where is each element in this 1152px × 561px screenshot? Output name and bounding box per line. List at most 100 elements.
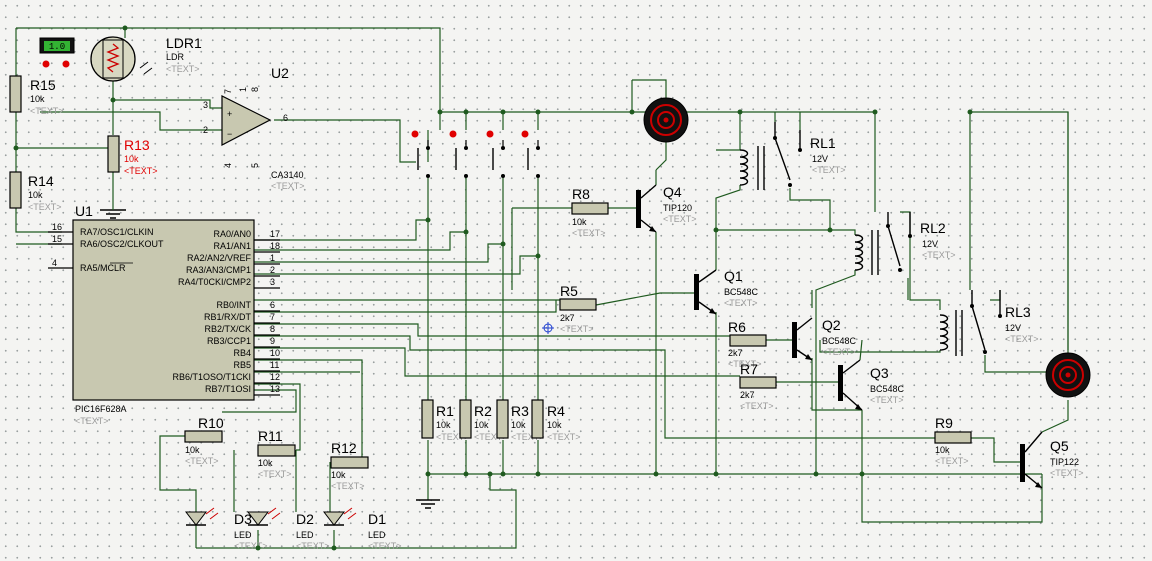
r15-value: 10k xyxy=(30,94,45,104)
q3-text: <TEXT> xyxy=(870,395,904,405)
switch-terminal xyxy=(426,146,430,150)
r4-text: <TEXT> xyxy=(547,432,581,442)
u2-text: <TEXT> xyxy=(271,181,305,191)
ground-symbol xyxy=(100,200,126,219)
resistor-r1: R1 10k <TEXT> xyxy=(421,399,470,442)
d3-text: <TEXT> xyxy=(234,541,268,551)
q4-text: <TEXT> xyxy=(663,214,697,224)
rl3-value: 12V xyxy=(1005,323,1021,333)
led-d2: D2 LED <TEXT> xyxy=(246,507,330,551)
r9-text: <TEXT> xyxy=(935,456,969,466)
r13-value: 10k xyxy=(124,154,139,164)
switch-pin-dot xyxy=(521,130,529,138)
r11-value: 10k xyxy=(258,458,273,468)
u1-pin-number: 17 xyxy=(270,229,280,239)
u1-pin-name: RB3/CCP1 xyxy=(207,336,251,346)
switch-terminal xyxy=(501,146,505,150)
u1-pin-name: RB5 xyxy=(233,360,251,370)
r1-value: 10k xyxy=(436,420,451,430)
r9-value: 10k xyxy=(935,445,950,455)
u1-pin-name: RB4 xyxy=(233,348,251,358)
transistor-q2: Q2 BC548C <TEXT> xyxy=(792,317,857,361)
u1-pin-name: RA5/MCLR xyxy=(80,263,126,273)
u1-pin-name: RB0/INT xyxy=(216,300,251,310)
u1-pin-name: RA4/T0CKI/CMP2 xyxy=(178,277,251,287)
u1-pin-number: 7 xyxy=(270,312,275,322)
junctions xyxy=(13,25,973,551)
relay-rl3: RL3 12V <TEXT> xyxy=(939,290,1039,356)
u1-pin-name: RA3/AN3/CMP1 xyxy=(186,265,251,275)
ldr-text: <TEXT> xyxy=(166,64,200,74)
r13-text: <TEXT> xyxy=(124,166,158,176)
resistor-r8: R8 10k <TEXT> xyxy=(571,186,609,238)
r3-value: 10k xyxy=(511,420,526,430)
ldr-ref: LDR1 xyxy=(166,35,202,51)
u2-pin-2: 2 xyxy=(203,125,208,135)
u2-pin-3: 3 xyxy=(203,100,208,110)
switch-pin-dot xyxy=(486,130,494,138)
resistor-r3: R3 10k <TEXT> xyxy=(496,399,545,442)
u1-pin-name: RB2/TX/CK xyxy=(204,324,251,334)
u1-pin-number: 4 xyxy=(52,258,57,268)
q3-part: BC548C xyxy=(870,384,905,394)
u2-pin-5: 5 xyxy=(250,163,260,168)
u1-pin-number: 16 xyxy=(52,222,62,232)
r2-text: <TEXT> xyxy=(474,432,508,442)
q5-text: <TEXT> xyxy=(1050,468,1084,478)
r10-text: <TEXT> xyxy=(185,456,219,466)
d1-ref: D1 xyxy=(368,511,386,527)
rl1-ref: RL1 xyxy=(810,135,836,151)
rl2-ref: RL2 xyxy=(920,220,946,236)
r14-text: <TEXT> xyxy=(28,202,62,212)
d1-text: <TEXT> xyxy=(368,541,402,551)
opamp-minus: − xyxy=(227,129,232,139)
switch-terminal xyxy=(464,174,468,178)
q2-part: BC548C xyxy=(822,336,857,346)
d1-value: LED xyxy=(368,530,386,540)
q1-text: <TEXT> xyxy=(724,298,758,308)
u1-pin-number: 12 xyxy=(270,372,280,382)
u1-pin-name: RA1/AN1 xyxy=(213,241,251,251)
r10-ref: R10 xyxy=(198,415,224,431)
switch-terminal xyxy=(464,146,468,150)
r11-ref: R11 xyxy=(258,428,283,444)
resistor-r14: R14 10k <TEXT> xyxy=(9,171,62,212)
r3-text: <TEXT> xyxy=(511,432,545,442)
u1-pin-number: 3 xyxy=(270,277,275,287)
q1-ref: Q1 xyxy=(724,268,743,284)
r14-value: 10k xyxy=(28,190,43,200)
led-d1: D1 LED <TEXT> xyxy=(322,507,402,551)
resistor-r5: R5 2k7 <TEXT> xyxy=(559,283,597,334)
r8-text: <TEXT> xyxy=(572,228,606,238)
switch-terminal xyxy=(536,146,540,150)
r6-value: 2k7 xyxy=(728,348,743,358)
d3-ref: D3 xyxy=(234,511,252,527)
d2-ref: D2 xyxy=(296,511,314,527)
u2-pin-4: 4 xyxy=(223,163,233,168)
u1-pin-number: 2 xyxy=(270,265,275,275)
u1-pin-name: RB7/T1OSI xyxy=(205,384,251,394)
resistor-r12: R12 10k <TEXT> xyxy=(330,440,369,491)
r2-value: 10k xyxy=(474,420,489,430)
opamp-plus: + xyxy=(227,109,232,119)
switch-terminal xyxy=(536,174,540,178)
opamp-u2: + − 3 2 6 7 4 8 1 5 U2 CA3140 <TEXT> xyxy=(203,65,305,191)
r3-ref: R3 xyxy=(511,403,529,419)
q2-text: <TEXT> xyxy=(822,347,856,357)
u1-pin-number: 8 xyxy=(270,324,275,334)
r9-ref: R9 xyxy=(935,415,953,431)
r7-value: 2k7 xyxy=(740,390,755,400)
r4-value: 10k xyxy=(547,420,562,430)
r8-ref: R8 xyxy=(572,186,590,202)
u1-pin-number: 18 xyxy=(270,241,280,251)
rl2-text: <TEXT> xyxy=(922,250,956,260)
u1-part: PIC16F628A xyxy=(75,404,127,414)
r5-text: <TEXT> xyxy=(560,324,594,334)
u1-pin-number: 15 xyxy=(52,234,62,244)
r12-text: <TEXT> xyxy=(331,481,365,491)
transistor-q3: Q3 BC548C <TEXT> xyxy=(838,359,905,411)
cursor-marker xyxy=(542,322,554,334)
probe-value: 1.0 xyxy=(49,42,65,52)
u2-pin-7: 7 xyxy=(223,89,233,94)
